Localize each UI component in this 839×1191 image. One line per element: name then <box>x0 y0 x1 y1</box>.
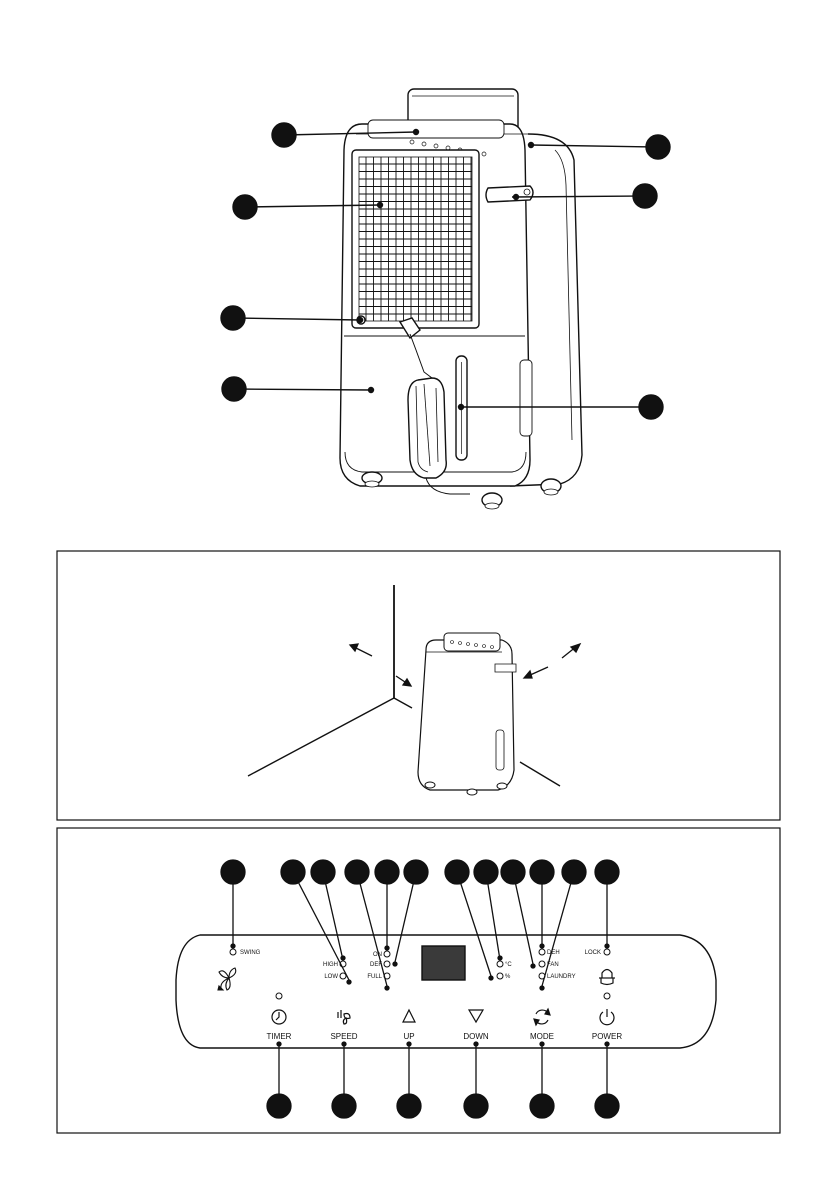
timer-button[interactable]: TIMER <box>267 1010 292 1041</box>
power-button[interactable]: POWER <box>592 1009 622 1041</box>
up-label: UP <box>403 1032 414 1041</box>
mode-button[interactable]: MODE <box>530 1009 554 1041</box>
up-arrow-icon <box>403 1010 415 1022</box>
lock-icon <box>599 970 615 985</box>
power-icon <box>600 1009 614 1025</box>
swing-icon <box>218 968 236 990</box>
label-low: LOW <box>324 974 338 980</box>
down-arrow-icon <box>469 1010 483 1022</box>
power-label: POWER <box>592 1032 622 1041</box>
speed-icon <box>338 1010 350 1024</box>
timer-label: TIMER <box>267 1032 292 1041</box>
timer-icon <box>272 1010 286 1024</box>
label-lock: LOCK <box>585 950 601 956</box>
callouts-panel-bottom <box>267 1042 619 1118</box>
label-celsius: °C <box>505 962 512 968</box>
digital-display <box>422 946 465 980</box>
down-label: DOWN <box>463 1032 489 1041</box>
speed-label: SPEED <box>330 1032 357 1041</box>
dehumidifier-figure <box>340 89 582 509</box>
mode-label: MODE <box>530 1032 554 1041</box>
label-laundry: LAUNDRY <box>547 974 576 980</box>
placement-diagram <box>248 585 560 795</box>
up-button[interactable]: UP <box>403 1010 415 1041</box>
label-deh: DEH <box>547 950 560 956</box>
label-on: ON <box>373 952 382 958</box>
mode-icon <box>534 1009 550 1025</box>
callouts-panel-top <box>221 860 619 990</box>
speed-button[interactable]: SPEED <box>330 1010 357 1041</box>
label-percent: % <box>505 974 511 980</box>
label-high: HIGH <box>323 962 338 968</box>
label-swing: SWING <box>240 950 261 956</box>
down-button[interactable]: DOWN <box>463 1010 489 1041</box>
label-full: FULL <box>367 974 382 980</box>
